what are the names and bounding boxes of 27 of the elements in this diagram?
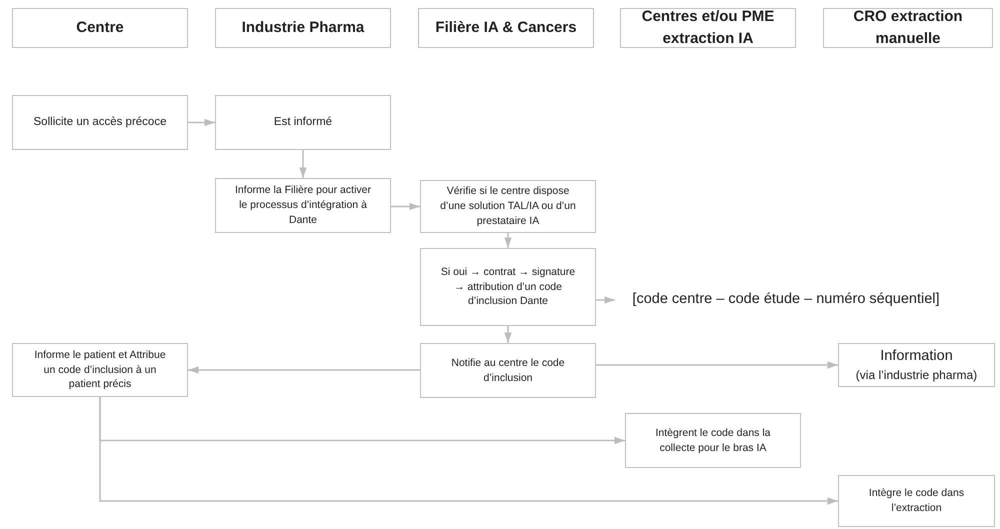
arrow	[596, 361, 838, 369]
code-format-text: [code centre – code étude – numéro séquentiel]	[632, 291, 940, 307]
lane-header: Centres et/ou PME extraction IA	[620, 8, 796, 48]
arrow	[596, 296, 615, 304]
box-subtitle: (via l’industrie pharma)	[856, 366, 978, 384]
process-box: Intègre le code dans l’extraction	[838, 475, 995, 527]
process-box: Si oui → contrat → signature → attribution d’un code d’inclusion Dante	[420, 248, 596, 326]
arrow	[504, 326, 512, 343]
arrow	[504, 233, 512, 248]
lane-header: Filière IA & Cancers	[418, 8, 594, 48]
lane-header: Industrie Pharma	[215, 8, 391, 48]
process-box: Est informé	[215, 95, 391, 150]
lane-header: Centre	[12, 8, 188, 48]
process-box: Intègrent le code dans la collecte pour le bras IA	[625, 413, 801, 468]
lane-header: CRO extraction manuelle	[823, 8, 993, 48]
arrow	[299, 150, 307, 178]
process-box: Informe la Filière pour activer le processus d’intégration à Dante	[215, 178, 391, 233]
arrow	[391, 202, 420, 210]
process-box	[838, 343, 995, 387]
box-title: Information	[880, 347, 953, 366]
process-box: Informe le patient et Attribue un code d’inclusion à un patient précis	[12, 343, 188, 397]
process-box: Vérifie si le centre dispose d’une solution TAL/IA ou d’un prestataire IA	[420, 180, 596, 233]
arrow	[188, 118, 215, 126]
process-box: Notifie au centre le code d’inclusion	[420, 343, 596, 398]
arrow	[99, 397, 838, 505]
arrow	[188, 366, 420, 374]
process-box: Sollicite un accès précoce	[12, 95, 188, 150]
